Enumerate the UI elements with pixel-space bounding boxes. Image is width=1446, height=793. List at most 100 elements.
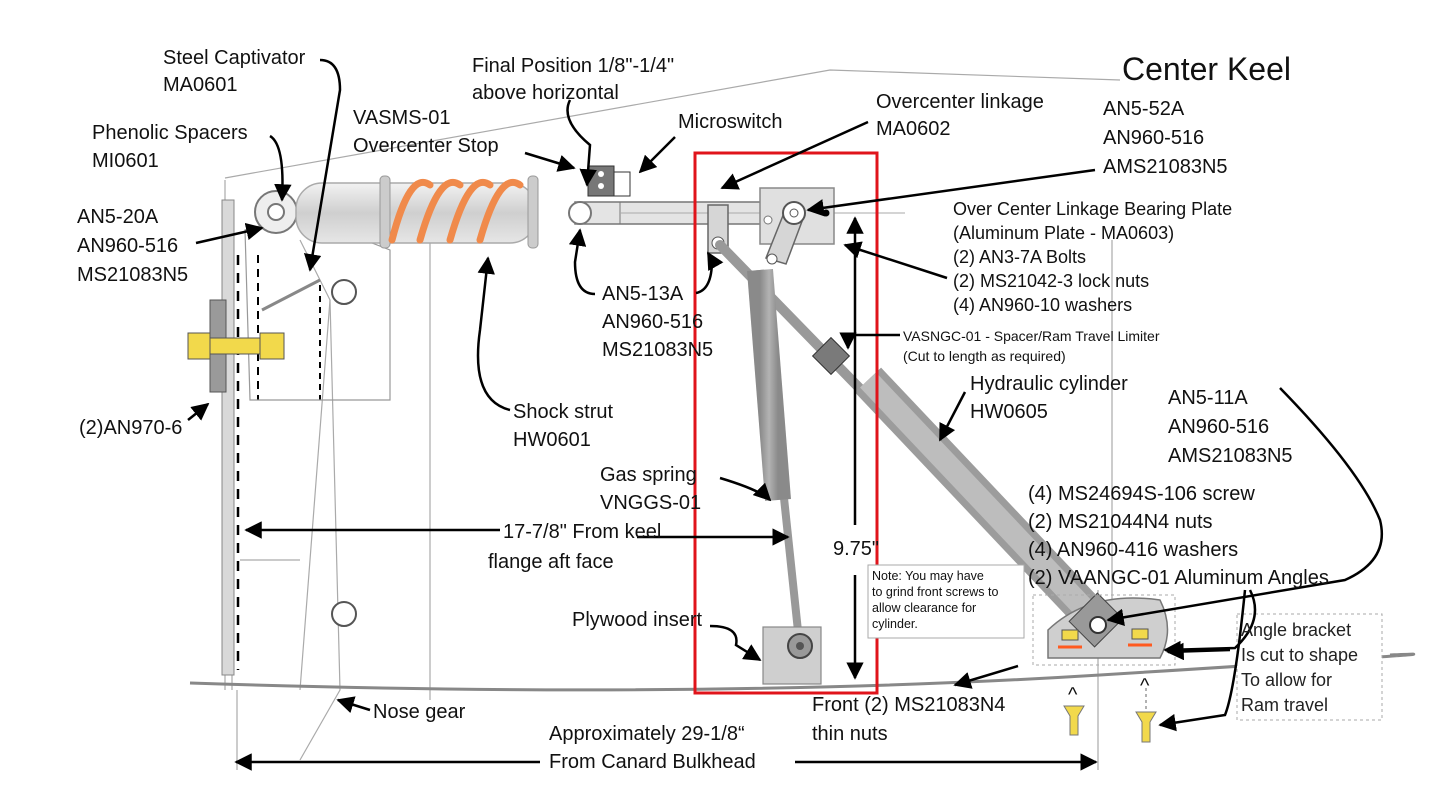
svg-text:thin nuts: thin nuts: [812, 723, 888, 745]
bushing-circle-upper: [331, 279, 357, 305]
label-caret-left: ^: [1068, 684, 1078, 706]
angle-bracket-note-box: [1236, 613, 1383, 721]
label-keel-flange: 17-7/8" From keel flange aft face: [488, 521, 661, 573]
svg-text:MS21083N5: MS21083N5: [602, 339, 713, 361]
label-plywood-insert: Plywood insert: [572, 609, 703, 631]
gas-spring-lower-pivot-center: [796, 642, 804, 650]
microswitch: [587, 165, 631, 197]
svg-text:Steel Captivator: Steel Captivator: [163, 47, 306, 69]
label-nose-gear: Nose gear: [373, 701, 466, 723]
an970-bolt: [187, 332, 285, 360]
svg-text:AN960-516: AN960-516: [77, 235, 178, 257]
svg-text:Gas spring: Gas spring: [600, 464, 697, 486]
svg-text:allow clearance for: allow clearance for: [872, 601, 976, 615]
label-an970: (2)AN970-6: [79, 417, 182, 439]
svg-text:Overcenter Stop: Overcenter Stop: [353, 135, 499, 157]
captivator-diagonal: [261, 278, 321, 312]
label-thin-nuts: Front (2) MS21083N4 thin nuts: [812, 694, 1005, 745]
label-an5-11a: AN5-11A AN960-516 AMS21083N5: [1168, 387, 1293, 467]
label-bearing-plate: Over Center Linkage Bearing Plate (Alumi…: [953, 199, 1232, 315]
svg-text:VNGGS-01: VNGGS-01: [600, 492, 701, 514]
spring-coils: [388, 178, 524, 244]
svg-text:MI0601: MI0601: [92, 150, 159, 172]
label-final-position: Final Position 1/8"-1/4" above horizonta…: [472, 55, 674, 104]
bearing-plate-hole: [763, 215, 773, 225]
label-dim-975: 9.75": [833, 538, 879, 560]
screw-right: [1135, 711, 1157, 743]
svg-text:Is cut to shape: Is cut to shape: [1241, 645, 1358, 665]
label-phenolic-spacers: Phenolic Spacers MI0601: [92, 122, 248, 172]
overcenter-linkage: [707, 201, 806, 265]
svg-text:Ram travel: Ram travel: [1241, 695, 1328, 715]
svg-text:AMS21083N5: AMS21083N5: [1103, 156, 1228, 178]
svg-text:MA0601: MA0601: [163, 74, 238, 96]
svg-text:HW0601: HW0601: [513, 429, 591, 451]
svg-text:Over Center Linkage Bearing Pl: Over Center Linkage Bearing Plate: [953, 199, 1232, 219]
label-canard-distance: Approximately 29-1/8“ From Canard Bulkhe…: [549, 723, 756, 773]
svg-text:HW0605: HW0605: [970, 401, 1048, 423]
label-hardware-list: (4) MS24694S-106 screw (2) MS21044N4 nut…: [1028, 483, 1329, 589]
leader-arrows: [187, 58, 1384, 771]
bearing-plate-dot: [822, 209, 830, 217]
hydraulic-cylinder: [715, 240, 1109, 635]
highlight-box: [693, 151, 879, 695]
svg-text:AN960-516: AN960-516: [1103, 127, 1204, 149]
svg-text:(2) VAANGC-01 Aluminum Angles: (2) VAANGC-01 Aluminum Angles: [1028, 567, 1329, 589]
label-caret-right: ^: [1140, 675, 1150, 697]
screw-left: [1063, 705, 1085, 736]
svg-text:To allow for: To allow for: [1241, 670, 1332, 690]
label-an5-20a: AN5-20A AN960-516 MS21083N5: [77, 206, 188, 286]
label-spacer-limiter: VASNGC-01 - Spacer/Ram Travel Limiter (C…: [903, 328, 1160, 364]
label-vasms: VASMS-01 Overcenter Stop: [353, 107, 499, 157]
bushing-circle-lower: [331, 601, 357, 627]
svg-text:MA0602: MA0602: [876, 118, 951, 140]
svg-text:(4) AN960-416 washers: (4) AN960-416 washers: [1028, 539, 1238, 561]
label-steel-captivator: Steel Captivator MA0601: [163, 47, 306, 96]
svg-text:cylinder.: cylinder.: [872, 617, 918, 631]
svg-text:(4) MS24694S-106 screw: (4) MS24694S-106 screw: [1028, 483, 1255, 505]
svg-text:Angle bracket: Angle bracket: [1241, 620, 1351, 640]
svg-text:AN5-11A: AN5-11A: [1168, 387, 1248, 409]
label-shock-strut: Shock strut HW0601: [513, 401, 613, 451]
svg-text:VASNGC-01 - Spacer/Ram Travel: VASNGC-01 - Spacer/Ram Travel Limiter: [903, 328, 1160, 344]
svg-text:AN5-52A: AN5-52A: [1103, 98, 1185, 120]
svg-text:AMS21083N5: AMS21083N5: [1168, 445, 1293, 467]
shock-strut: [254, 175, 539, 249]
svg-text:17-7/8" From keel: 17-7/8" From keel: [503, 521, 661, 543]
svg-text:Phenolic Spacers: Phenolic Spacers: [92, 122, 248, 144]
label-microswitch: Microswitch: [678, 111, 782, 133]
svg-text:Hydraulic cylinder: Hydraulic cylinder: [970, 373, 1128, 395]
label-note: Note: You may have to grind front screws…: [872, 569, 998, 631]
svg-text:Overcenter linkage: Overcenter linkage: [876, 91, 1044, 113]
svg-text:(2) MS21042-3 lock nuts: (2) MS21042-3 lock nuts: [953, 271, 1149, 291]
svg-text:above horizontal: above horizontal: [472, 82, 619, 104]
svg-text:AN960-516: AN960-516: [1168, 416, 1269, 438]
svg-text:Shock strut: Shock strut: [513, 401, 613, 423]
svg-text:AN960-516: AN960-516: [602, 311, 703, 333]
svg-text:to grind front screws to: to grind front screws to: [872, 585, 998, 599]
svg-text:VASMS-01: VASMS-01: [353, 107, 450, 129]
gas-spring: [747, 268, 804, 651]
svg-text:(Aluminum Plate - MA0603): (Aluminum Plate - MA0603): [953, 223, 1174, 243]
title-center-keel: Center Keel: [1122, 51, 1291, 87]
svg-text:(Cut to length as required): (Cut to length as required): [903, 348, 1066, 364]
label-angle-bracket: Angle bracket Is cut to shape To allow f…: [1241, 620, 1358, 715]
svg-text:(4) AN960-10 washers: (4) AN960-10 washers: [953, 295, 1132, 315]
label-gas-spring: Gas spring VNGGS-01: [600, 464, 701, 514]
keel-flange-plate: [221, 199, 235, 676]
svg-text:From Canard Bulkhead: From Canard Bulkhead: [549, 751, 756, 773]
svg-text:(2) AN3-7A Bolts: (2) AN3-7A Bolts: [953, 247, 1086, 267]
svg-text:(2) MS21044N4 nuts: (2) MS21044N4 nuts: [1028, 511, 1213, 533]
fuselage-bottom-line: [189, 652, 1415, 692]
label-overcenter-linkage: Overcenter linkage MA0602: [876, 91, 1044, 140]
label-an5-13a: AN5-13A AN960-516 MS21083N5: [602, 283, 713, 361]
svg-text:Final Position 1/8"-1/4": Final Position 1/8"-1/4": [472, 55, 674, 77]
svg-text:Front (2) MS21083N4: Front (2) MS21083N4: [812, 694, 1005, 716]
label-hydraulic-cylinder: Hydraulic cylinder HW0605: [970, 373, 1128, 423]
svg-text:AN5-20A: AN5-20A: [77, 206, 159, 228]
svg-text:flange aft face: flange aft face: [488, 551, 614, 573]
note-box: [867, 564, 1025, 639]
svg-text:Note: You may have: Note: You may have: [872, 569, 984, 583]
svg-text:AN5-13A: AN5-13A: [602, 283, 684, 305]
